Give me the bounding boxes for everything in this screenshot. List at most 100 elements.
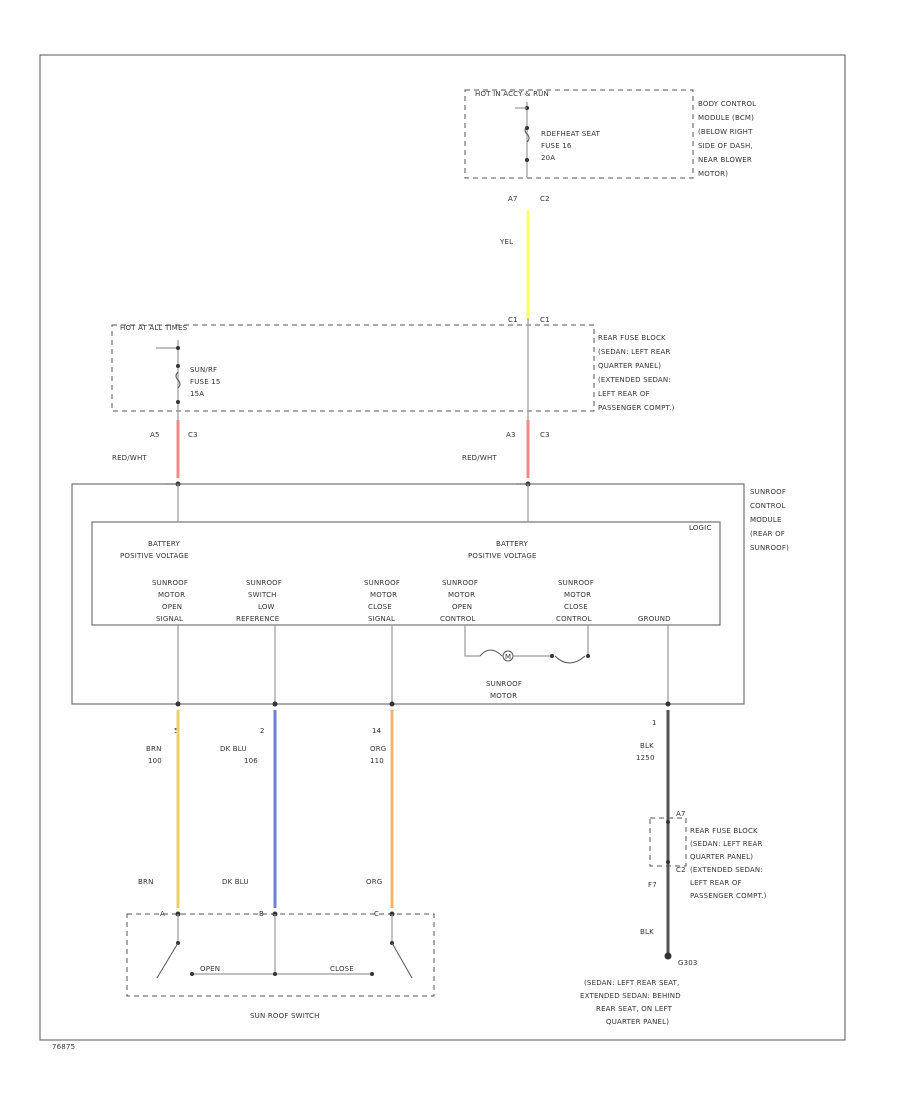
ground-location-1: (SEDAN: LEFT REAR SEAT, [584, 979, 680, 987]
ground-connector-location-4: (EXTENDED SEDAN: [690, 866, 763, 874]
bcm-fuse-label-1: RDEFHEAT SEAT [541, 130, 601, 138]
module-name-5: SUNROOF) [750, 544, 789, 552]
dk-blu-wire-pin: 2 [260, 727, 265, 735]
switch-name: SUN ROOF SWITCH [250, 1012, 320, 1020]
figure-id: 76875 [52, 1043, 75, 1051]
ground-location-4: QUARTER PANEL) [606, 1018, 669, 1026]
signal-close-signal: SUNROOF MOTOR CLOSE SIGNAL [364, 579, 400, 623]
signal-low-reference: SUNROOF SWITCH LOW REFERENCE [236, 579, 282, 623]
signal-label-line: SWITCH [248, 591, 277, 599]
signal-close-control: SUNROOF MOTOR CLOSE CONTROL [556, 579, 594, 623]
rear-fuse-location-5: LEFT REAR OF [598, 390, 650, 398]
signal-label-line: SUNROOF [152, 579, 188, 587]
ground-wire-pin: 1 [652, 719, 657, 727]
signal-label-line: OPEN [162, 603, 182, 611]
signal-label-line: SUNROOF [442, 579, 478, 587]
ground-icon [664, 952, 672, 960]
rear-fuse-block-pin: C1 [508, 316, 518, 324]
switch-pin-c: C [374, 910, 379, 918]
voltage-right-1: BATTERY [496, 540, 529, 548]
ground-connector-terminal [666, 820, 670, 824]
red-wht-wire-right: A3 C3 RED/WHT [462, 420, 550, 487]
bcm-location-3: (BELOW RIGHT [698, 128, 753, 136]
module-terminal [272, 701, 278, 707]
signal-label-line: CONTROL [440, 615, 476, 623]
rear-fuse-block-outline [111, 324, 595, 412]
ground-connector-location-2: (SEDAN: LEFT REAR [690, 840, 763, 848]
org-wire-circuit: 110 [370, 757, 384, 765]
bcm-location-1: BODY CONTROL [698, 100, 756, 108]
motor-coil-right [554, 655, 586, 664]
bcm-location-4: SIDE OF DASH, [698, 142, 753, 150]
rear-fuse-location-4: (EXTENDED SEDAN: [598, 376, 671, 384]
signal-label-line: MOTOR [564, 591, 591, 599]
voltage-right-2: POSITIVE VOLTAGE [468, 552, 537, 560]
fuse-icon [175, 371, 181, 389]
rear-fuse-block: HOT AT ALL TIMES C1 C1 SUN/RF FUSE 15 15… [111, 316, 675, 420]
signal-label-line: REFERENCE [236, 615, 279, 623]
module-name-3: MODULE [750, 516, 782, 524]
bcm-fuse-terminal-bottom [525, 158, 529, 162]
bcm-fuse-box-outline [464, 89, 694, 179]
rear-fuse-location-1: REAR FUSE BLOCK [598, 334, 666, 342]
fuse-icon [524, 125, 530, 143]
signal-label-line: SIGNAL [156, 615, 183, 623]
bcm-fuse-box-header: HOT IN ACCY & RUN [475, 90, 549, 98]
ground-wire: 1 BLK 1250 A7 C2 F7 REAR FUSE BLOCK (SED… [580, 710, 767, 1026]
switch-contact [190, 972, 194, 976]
motor-junction [550, 654, 554, 658]
signal-label-line: LOW [258, 603, 275, 611]
dk-blu-wire-end: DK BLU [222, 878, 249, 886]
signal-label-line: SUNROOF [364, 579, 400, 587]
rear-fuse-block-header: HOT AT ALL TIMES [120, 324, 188, 332]
motor-coil-left [479, 649, 503, 657]
signal-label-line: CONTROL [556, 615, 592, 623]
rear-fuse-location-3: QUARTER PANEL) [598, 362, 661, 370]
brn-wire-end: BRN [138, 878, 154, 886]
org-wire-pin: 14 [372, 727, 382, 735]
bcm-location-5: NEAR BLOWER [698, 156, 752, 164]
module-terminal [665, 701, 671, 707]
yel-wire-color: YEL [499, 238, 513, 246]
ground-label: GROUND [638, 615, 671, 623]
sunroof-control-module: LOGIC BATTERY POSITIVE VOLTAGE BATTERY P… [71, 483, 789, 707]
red-wht-wire-left: A5 C3 RED/WHT [112, 420, 198, 487]
right-feed-color: RED/WHT [462, 454, 497, 462]
ground-connector-location-6: PASSENGER COMPT.) [690, 892, 767, 900]
org-wire: 14 ORG 110 ORG [366, 710, 394, 908]
voltage-left-1: BATTERY [148, 540, 181, 548]
ground-id: G303 [678, 959, 698, 967]
signal-label-line: OPEN [452, 603, 472, 611]
module-logic-tag: LOGIC [689, 524, 712, 532]
switch-open-label: OPEN [200, 965, 220, 973]
yel-wire: A7 C2 YEL [499, 195, 550, 318]
ground-connector-pin: A7 [676, 810, 686, 818]
brn-wire-pin: 5 [174, 727, 179, 735]
module-terminal [389, 701, 395, 707]
ground-location-2: EXTENDED SEDAN: BEHIND [580, 992, 681, 1000]
brn-wire: 5 BRN 100 BRN [138, 710, 180, 908]
rear-fuse-location-6: PASSENGER COMPT.) [598, 404, 675, 412]
switch-close-label: CLOSE [330, 965, 354, 973]
signal-label-line: SUNROOF [558, 579, 594, 587]
sunroof-switch-outline [126, 913, 435, 997]
voltage-left-2: POSITIVE VOLTAGE [120, 552, 189, 560]
switch-pin-b: B [259, 910, 264, 918]
diagram-frame [39, 54, 846, 1041]
switch-contact [370, 972, 374, 976]
sunrf-fuse-label-1: SUN/RF [190, 366, 217, 374]
motor-symbol: M [505, 653, 511, 661]
module-outline [71, 483, 745, 705]
right-feed-pin: A3 [506, 431, 516, 439]
org-wire-end: ORG [366, 878, 382, 886]
switch-contact [273, 972, 277, 976]
org-wire-color: ORG [370, 745, 386, 753]
ground-connector-terminal [666, 860, 670, 864]
signal-label-line: SUNROOF [246, 579, 282, 587]
signal-open-control: SUNROOF MOTOR OPEN CONTROL [440, 579, 478, 623]
signal-label-line: CLOSE [368, 603, 392, 611]
sunrf-fuse-terminal-bottom [176, 400, 180, 404]
brn-wire-circuit: 100 [148, 757, 162, 765]
dk-blu-wire-color: DK BLU [220, 745, 247, 753]
